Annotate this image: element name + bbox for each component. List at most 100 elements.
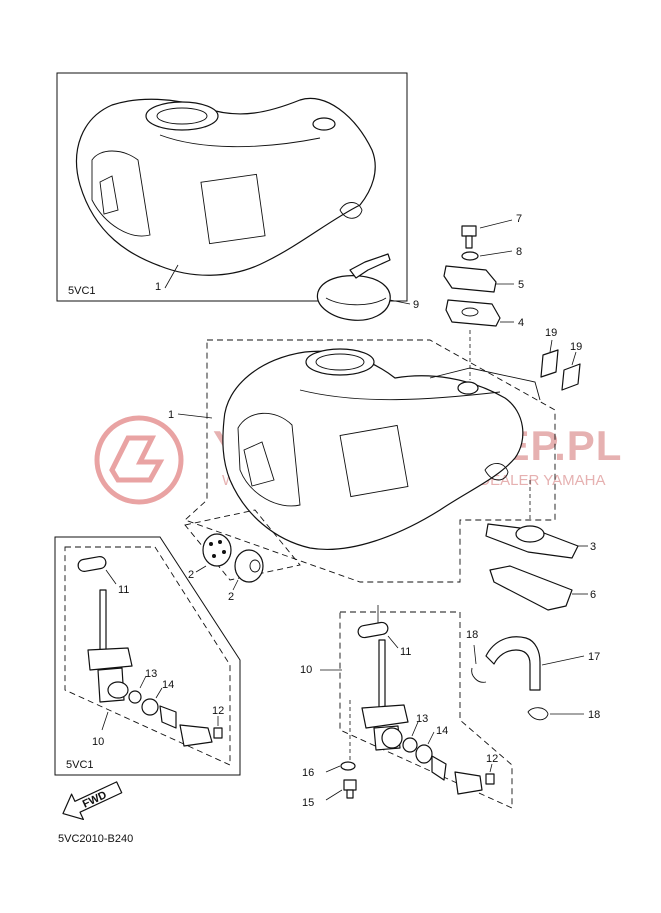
callout-c15: 15	[302, 797, 314, 809]
damper-2a	[202, 533, 232, 567]
tank-rear-tab	[339, 202, 363, 219]
fuel-cap	[316, 275, 391, 321]
lever-b	[431, 755, 447, 781]
rear-damper-3-boss	[515, 525, 545, 543]
watermark-logo-mark	[109, 435, 165, 483]
callout-c6: 6	[590, 589, 596, 601]
oring-13b	[402, 737, 418, 753]
bolt-head-7	[461, 225, 477, 237]
main-assembly-boundary	[184, 339, 556, 583]
petcock-flange-a	[87, 647, 133, 671]
leader-c14b	[427, 731, 435, 745]
fwd-arrow: FWD	[62, 781, 123, 821]
variant-box-left-inner	[64, 546, 231, 766]
gasket-11b	[357, 621, 389, 639]
petcock-valve-a	[107, 681, 129, 699]
washer-8	[461, 251, 479, 261]
callout-c10b: 10	[300, 664, 312, 676]
fuel-cap-group: 9	[316, 253, 419, 321]
damper-2a-hole	[209, 542, 213, 546]
leader-c2b	[232, 579, 239, 591]
oring-13a	[128, 690, 142, 704]
screw-12a	[213, 727, 223, 739]
tank-petcock-window	[99, 175, 119, 215]
tank-side-panel	[200, 173, 266, 245]
damper-boundary	[184, 509, 301, 581]
callout-c18a: 18	[466, 629, 478, 641]
variant-box-left: 11 13 14 12 10 5VC1	[54, 536, 241, 776]
leader-c11b	[387, 635, 399, 649]
callout-c1b: 1	[168, 409, 174, 421]
bolt-head-15	[343, 779, 357, 791]
damper-2b-hole	[249, 559, 261, 573]
leader-c1b	[177, 413, 213, 419]
fuel-tank-variant	[76, 97, 376, 276]
tank-mount-boss	[312, 117, 336, 131]
main-fuel-tank: 1	[168, 348, 541, 550]
plate-b	[454, 771, 483, 795]
leader-c15	[325, 789, 343, 801]
tank-filler-opening	[156, 107, 208, 125]
rear-mount-group: 3 6	[485, 480, 596, 611]
variant-box-top: 5VC1 1	[56, 72, 408, 302]
gasket-11a	[77, 556, 107, 572]
leader-c19b	[571, 351, 577, 366]
callout-c10a: 10	[92, 736, 104, 748]
clip-18a	[471, 667, 487, 683]
petcock-flange-b	[361, 704, 409, 729]
leader-c13a	[139, 675, 147, 689]
seal-14a	[141, 698, 159, 716]
callout-c14b: 14	[436, 725, 448, 737]
main-tank-filler-neck	[305, 348, 375, 376]
callout-c18b: 18	[588, 709, 600, 721]
callout-c19a: 19	[545, 327, 557, 339]
watermark-logo-circle	[94, 415, 184, 505]
variant-label-top: 5VC1	[68, 285, 96, 297]
fuel-hose-17	[485, 636, 541, 691]
bolt-shank-7	[465, 235, 473, 249]
fuel-hose-group: 17 18 18	[466, 629, 600, 721]
leader-c10a	[101, 711, 109, 731]
leader-c9	[389, 299, 411, 305]
clip-18b	[527, 707, 549, 721]
damper-2a-hole	[212, 554, 216, 558]
callout-c2b: 2	[228, 591, 234, 603]
main-tank-side-panel	[339, 424, 409, 498]
callout-c13a: 13	[145, 668, 157, 680]
leader-c16	[325, 765, 341, 773]
leader-c18a	[473, 644, 477, 665]
petcock-boundary	[339, 611, 513, 809]
leader-c17	[541, 655, 585, 666]
lever-a	[159, 705, 177, 729]
leader-c2a	[195, 565, 207, 573]
main-tank-filler-opening	[315, 353, 365, 371]
callout-c1a: 1	[155, 281, 161, 293]
leader-c19a	[549, 339, 553, 353]
leader-c14a	[155, 687, 163, 699]
variant-label-left: 5VC1	[66, 759, 94, 771]
fwd-arrow-shape	[62, 781, 123, 821]
damper-4	[445, 299, 501, 327]
leader-c13b	[411, 721, 419, 737]
leader-c11a	[105, 569, 117, 585]
fwd-label: FWD	[81, 789, 109, 810]
label-19b	[561, 363, 581, 391]
callout-c13b: 13	[416, 713, 428, 725]
callout-c17: 17	[588, 651, 600, 663]
callout-c11b: 11	[400, 646, 411, 658]
callout-c7: 7	[516, 213, 522, 225]
plate-6	[489, 565, 573, 611]
petcock-tube-b	[378, 639, 386, 711]
callout-c12a: 12	[212, 705, 224, 717]
callout-c5: 5	[518, 279, 524, 291]
callout-c9: 9	[413, 299, 419, 311]
main-tank-rear-tab	[484, 463, 509, 481]
callout-c4: 4	[518, 317, 524, 329]
damper-2a-hole	[222, 550, 226, 554]
bracket-5	[443, 265, 497, 293]
tank-top-seam	[159, 134, 321, 148]
fuel-cap-rim	[325, 297, 387, 306]
callout-c19b: 19	[570, 341, 582, 353]
callout-c3: 3	[590, 541, 596, 553]
